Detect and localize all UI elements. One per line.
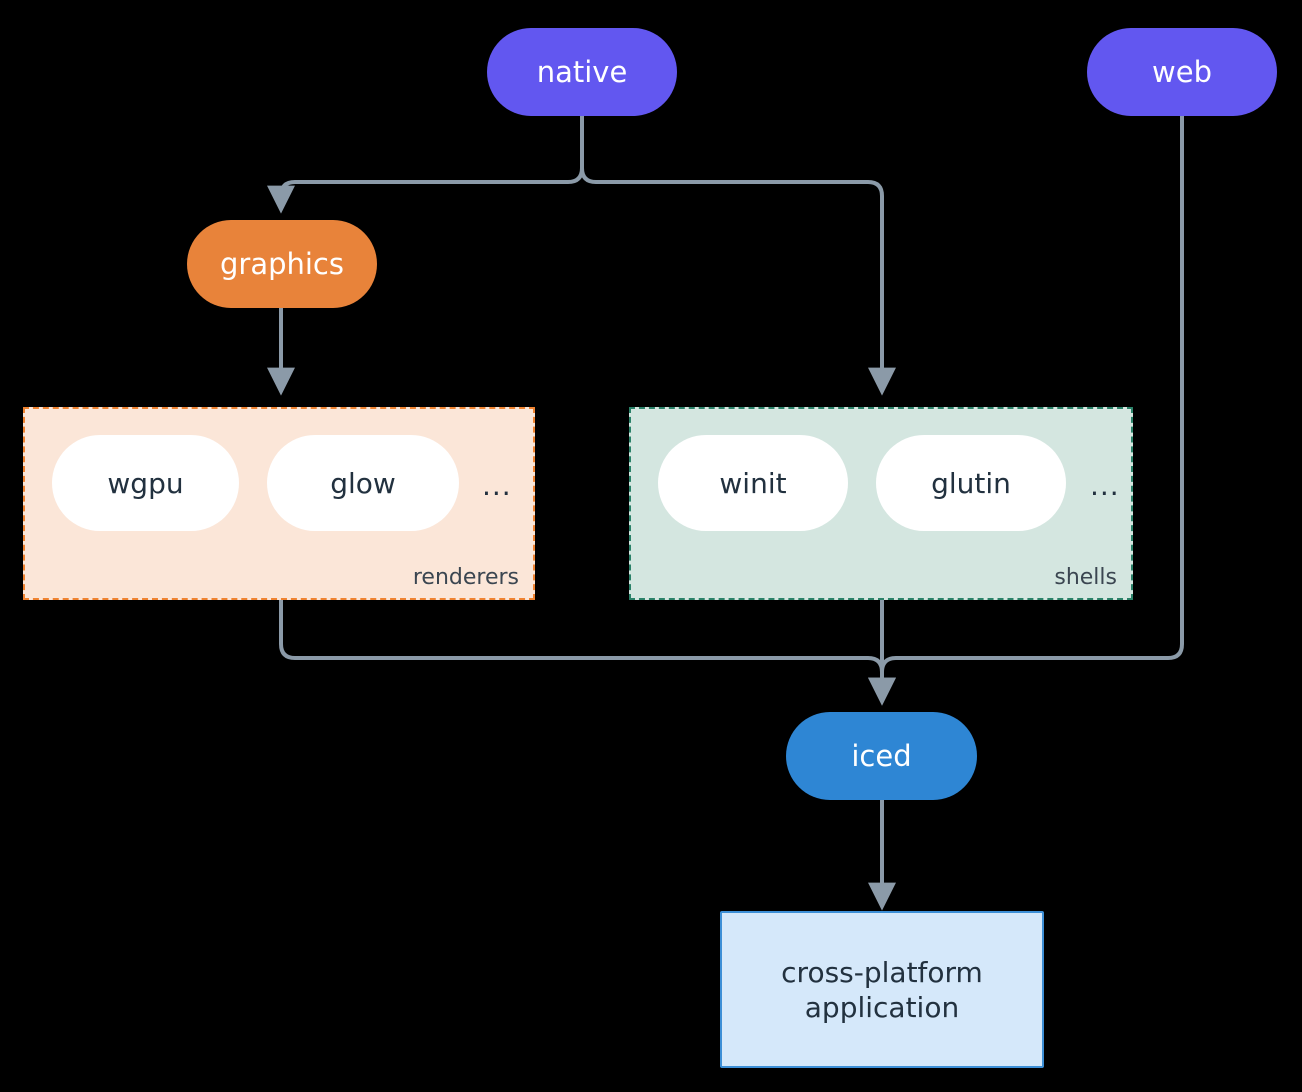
item-wgpu-label: wgpu — [107, 466, 184, 500]
node-iced[interactable]: iced — [786, 712, 977, 800]
node-native-label: native — [536, 54, 628, 89]
shells-overflow-ellipsis: ... — [1090, 469, 1120, 502]
renderers-overflow-ellipsis: ... — [482, 469, 512, 502]
cluster-renderers: wgpu glow ... renderers — [23, 407, 535, 600]
item-wgpu[interactable]: wgpu — [52, 435, 239, 531]
node-graphics-label: graphics — [219, 246, 344, 281]
cluster-renderers-label: renderers — [412, 565, 519, 590]
node-native[interactable]: native — [487, 28, 677, 116]
item-glow-label: glow — [330, 466, 396, 500]
node-graphics[interactable]: graphics — [187, 220, 377, 308]
item-glutin[interactable]: glutin — [876, 435, 1066, 531]
item-glow[interactable]: glow — [267, 435, 459, 531]
node-web[interactable]: web — [1087, 28, 1277, 116]
edge-native-to-graphics — [267, 114, 584, 214]
edge-native-to-shells — [580, 114, 896, 396]
cluster-shells-label: shells — [1054, 565, 1117, 590]
item-winit-label: winit — [719, 466, 787, 500]
node-cross-platform-application[interactable]: cross-platform application — [720, 911, 1044, 1068]
application-label-line2: application — [804, 990, 960, 1024]
item-winit[interactable]: winit — [658, 435, 848, 531]
cluster-shells: winit glutin ... shells — [629, 407, 1133, 600]
application-label-line1: cross-platform — [781, 955, 983, 989]
item-glutin-label: glutin — [931, 466, 1011, 500]
node-iced-label: iced — [851, 738, 912, 773]
edge-renderers-to-iced — [279, 598, 896, 706]
node-web-label: web — [1152, 54, 1212, 89]
